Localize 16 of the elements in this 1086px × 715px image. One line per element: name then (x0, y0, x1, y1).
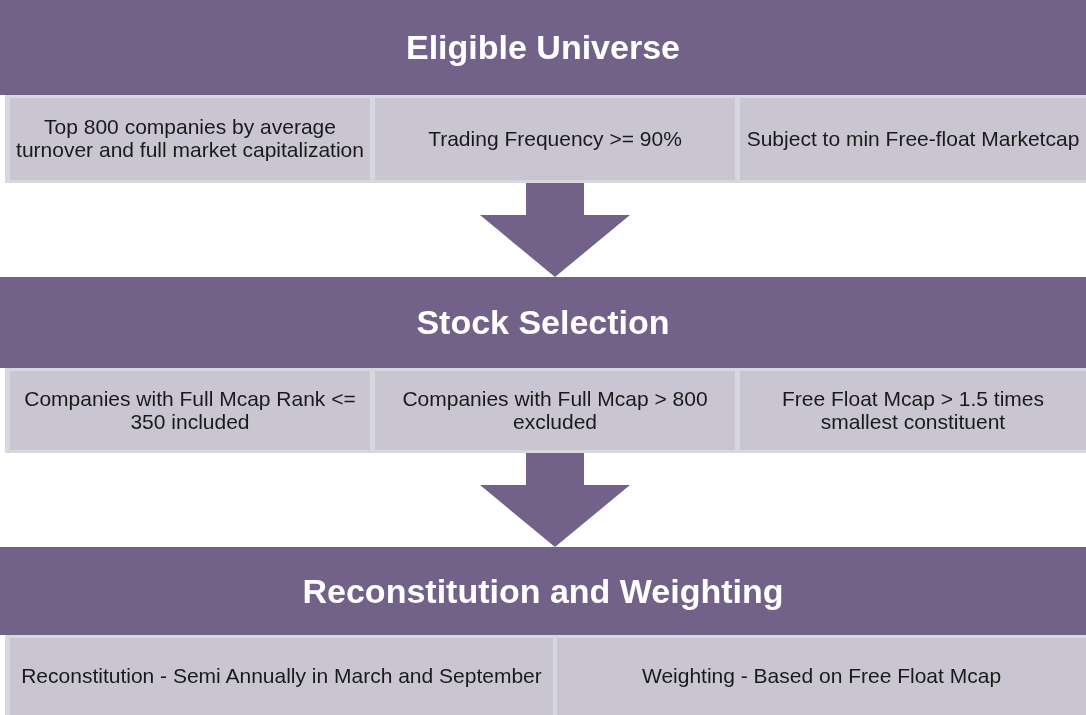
stage-title: Stock Selection (416, 303, 670, 342)
criteria-text: Trading Frequency >= 90% (428, 127, 682, 151)
block-arrow (480, 183, 630, 277)
stage-header-band (0, 0, 1086, 95)
block-arrow (480, 453, 630, 547)
criteria-text: Weighting - Based on Free Float Mcap (641, 665, 1002, 688)
criteria-text: Top 800 companies by average turnover and full market capitalization (16, 116, 364, 162)
criteria-text: Companies with Full Mcap > 800 excluded (401, 387, 709, 434)
stage-header-band (0, 277, 1086, 368)
criteria-text: Free Float Mcap > 1.5 times smallest constituent (781, 387, 1045, 434)
criteria-text: Companies with Full Mcap Rank <= 350 included (23, 387, 357, 434)
stage-header-band (0, 547, 1086, 635)
stage-title: Reconstitution and Weighting (302, 571, 784, 611)
stage-title: Eligible Universe (406, 28, 680, 67)
criteria-text: Subject to min Free-float Marketcap (746, 127, 1080, 151)
criteria-text: Reconstitution - Semi Annually in March and September (21, 665, 542, 688)
